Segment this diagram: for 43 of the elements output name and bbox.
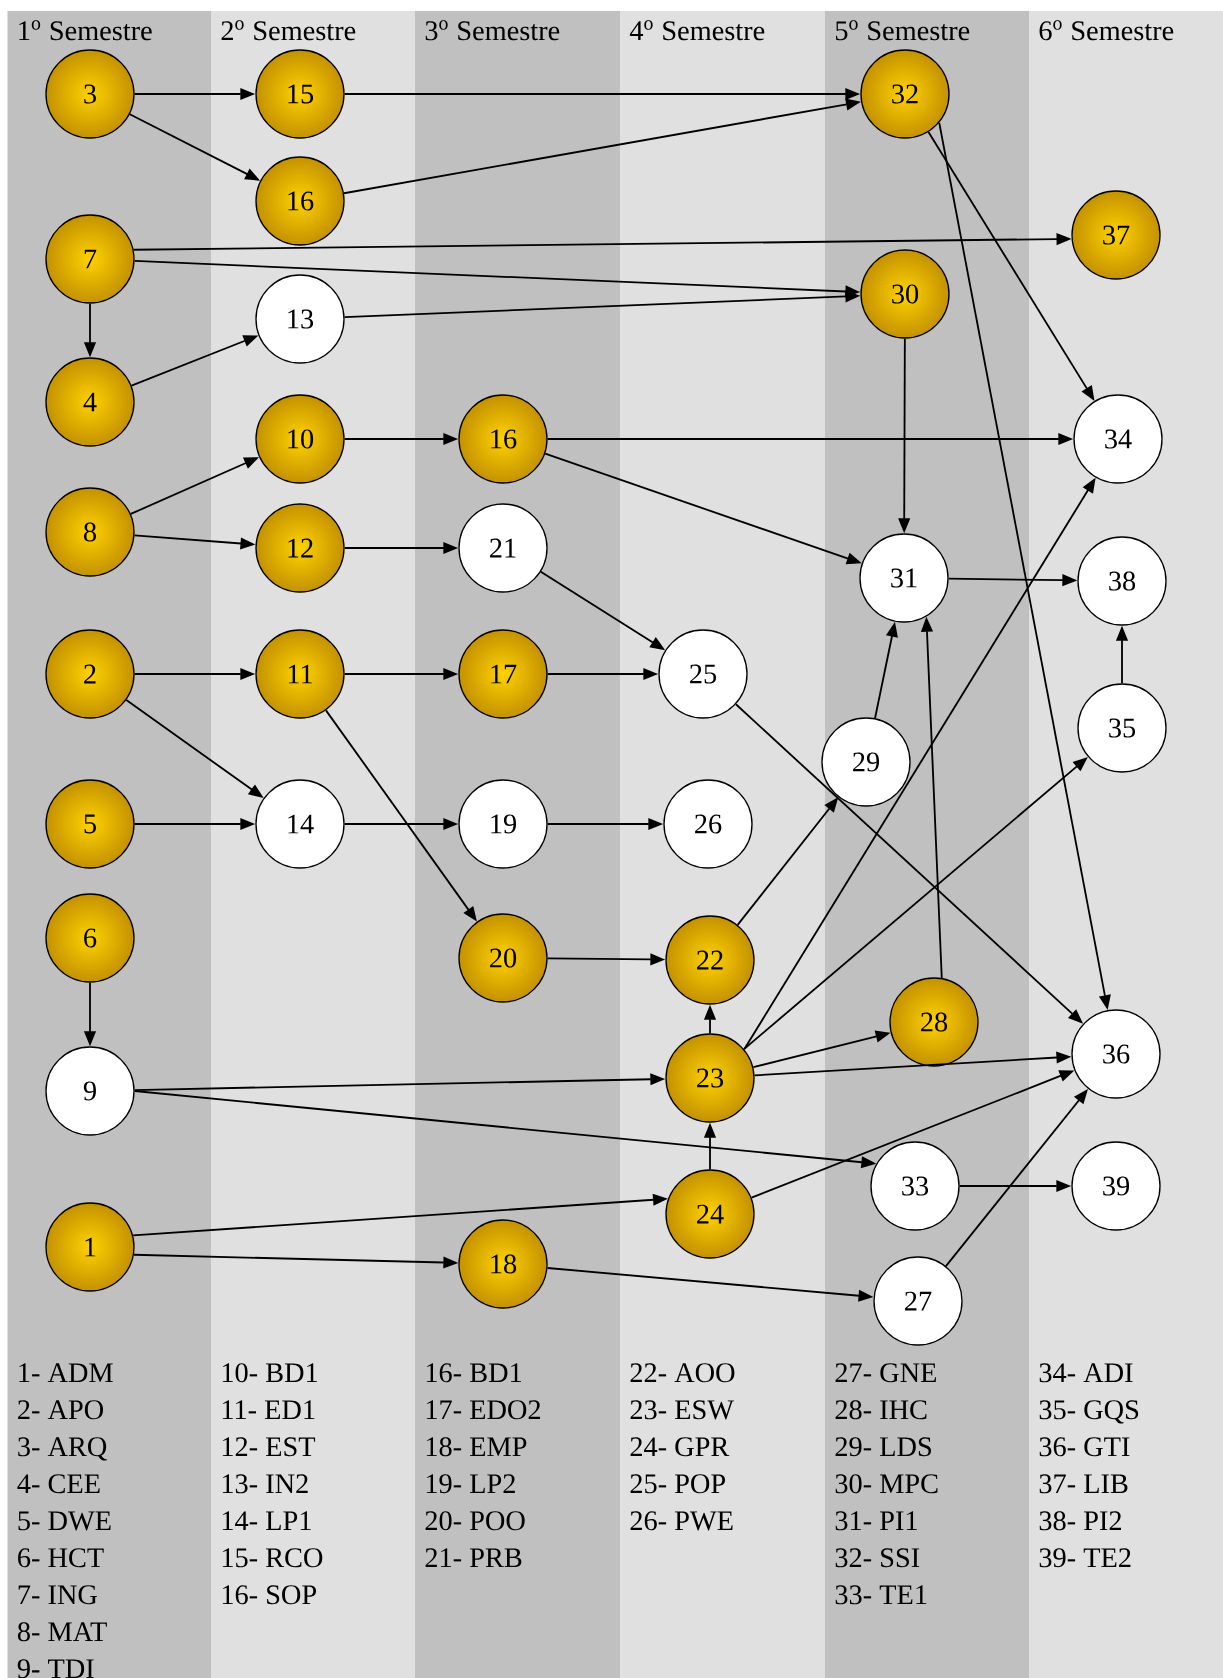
course-code: 17- EDO2 [426, 1400, 540, 1420]
course-code: 7- ING [18, 1585, 97, 1605]
course-code: 6- HCT [18, 1548, 104, 1568]
course-code: 21- PRB [425, 1548, 522, 1568]
course-code: 15- RCO [222, 1548, 323, 1568]
course-code: 29- LDS [835, 1437, 931, 1457]
course-code: 20- POO [425, 1511, 525, 1531]
course-code: 38- PI2 [1039, 1511, 1121, 1531]
course-code: 36- GTI [1039, 1437, 1130, 1457]
course-code: 28- IHC [835, 1400, 927, 1420]
course-code: 39- TE2 [1039, 1548, 1131, 1568]
semester-heading: 4$^{o}$ Semestre [629, 20, 765, 41]
course-code: 30- MPC [835, 1474, 938, 1494]
course-code: 2- APO [18, 1400, 103, 1420]
course-code: 14- LP1 [222, 1511, 311, 1530]
course-code: 16- BD1 [426, 1363, 521, 1383]
course-code: 9- TDI [17, 1659, 94, 1678]
course-code: 22- AOO [630, 1363, 735, 1383]
course-code: 13- IN2 [222, 1474, 308, 1494]
course-code: 18- EMP [426, 1437, 527, 1457]
course-code: 23- ESW [630, 1400, 734, 1420]
course-code: 35- GQS [1039, 1400, 1139, 1424]
course-code: 11- ED1 [222, 1400, 315, 1420]
course-code: 5- DWE [18, 1511, 111, 1531]
course-code: 10- BD1 [222, 1363, 317, 1383]
course-code: 1- ADM [19, 1363, 113, 1383]
course-code: 34- ADI [1039, 1363, 1133, 1383]
semester-heading: 6$^{o}$ Semestre [1039, 20, 1174, 41]
course-code: 33- TE1 [835, 1585, 927, 1605]
semester-heading: 3$^{o}$ Semestre [425, 20, 560, 41]
course-code: 3- ARQ [18, 1437, 107, 1461]
course-code: 19- LP2 [426, 1474, 515, 1494]
course-code: 4- CEE [17, 1474, 100, 1494]
course-code: 32- SSI [835, 1548, 920, 1568]
course-code: 12- EST [222, 1437, 316, 1457]
course-code: 8- MAT [17, 1622, 107, 1642]
course-code: 37- LIB [1039, 1474, 1128, 1494]
course-code: 26- PWE [630, 1511, 733, 1531]
course-code: 16- SOP [222, 1585, 316, 1605]
course-code: 27- GNE [835, 1363, 936, 1383]
course-code: 25- POP [630, 1474, 725, 1494]
course-code: 24- GPR [630, 1437, 730, 1457]
course-code: 31- PI1 [835, 1511, 917, 1531]
